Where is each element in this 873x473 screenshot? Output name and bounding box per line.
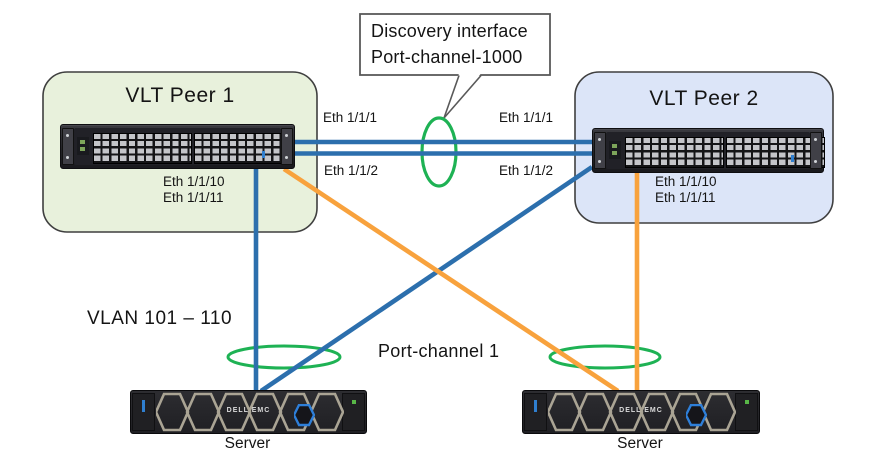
server2-label: Server [617,435,663,452]
portchannel-ellipse-right [548,344,662,370]
server-bezel-ear [524,393,547,431]
switch-faceplate [606,132,825,169]
eth-1-1-11-label: Eth 1/1/11 [655,189,716,205]
server-bezel-ear [132,393,155,431]
eth-1-1-11-label: Eth 1/1/11 [163,189,224,205]
callout-line2: Port-channel-1000 [371,47,523,67]
peer2-to-server1-link [259,165,594,393]
switch-rack-ear [810,132,822,169]
switch-port-bank [93,133,192,164]
server-led [534,400,537,412]
switch-status-leds [609,141,621,159]
peer2-downlink-labels: Eth 1/1/10 Eth 1/1/11 [655,174,717,205]
peer1-downlink-labels: Eth 1/1/10 Eth 1/1/11 [163,174,225,205]
server1-image: DELL EMC [130,390,367,434]
server-led [745,400,749,404]
server-brand-logo: DELL EMC [226,407,271,414]
server-blue-hex-badge [686,404,707,427]
eth-1-1-2-label-left: Eth 1/1/2 [324,163,379,178]
callout-tail-edge [443,74,482,119]
eth-1-1-10-label: Eth 1/1/10 [163,174,225,189]
switch-mgmt-led [262,151,265,158]
server-led [352,400,356,404]
switch-port-bank [194,133,293,164]
eth-1-1-1-label-left: Eth 1/1/1 [323,110,378,125]
peer1-switch-image [60,124,295,169]
vlt-peer1-title: VLT Peer 1 [125,84,235,107]
server1-label: Server [224,435,271,452]
eth-1-1-1-label-right: Eth 1/1/1 [499,110,554,125]
eth-1-1-2-label-right: Eth 1/1/2 [499,163,554,178]
switch-port-bank [726,137,825,168]
vlan-range-label: VLAN 101 – 110 [87,308,233,329]
switch-rack-ear [281,128,293,165]
switch-rack-ear [62,128,74,165]
server2-image: DELL EMC [522,390,760,434]
server-blue-hex-badge [294,404,315,427]
server-brand-logo: DELL EMC [619,407,663,414]
callout-text: Discovery interface Port-channel-1000 [371,18,528,70]
switch-port-bank [625,137,724,168]
vlt-peer2-title: VLT Peer 2 [649,87,759,110]
port-channel-1-label: Port-channel 1 [378,341,500,361]
eth-1-1-10-label: Eth 1/1/10 [655,174,717,189]
switch-status-leds [77,137,89,155]
switch-faceplate [74,128,293,165]
callout-tail-edge [443,75,460,119]
callout-box [359,13,551,76]
switch-mgmt-led [791,155,794,162]
portchannel-ellipse-left [226,344,342,370]
peer2-switch-image [592,128,825,173]
peer1-to-server2-link [282,167,620,393]
switch-rack-ear [594,132,606,169]
callout-line1: Discovery interface [371,21,528,41]
server-led [142,400,145,412]
